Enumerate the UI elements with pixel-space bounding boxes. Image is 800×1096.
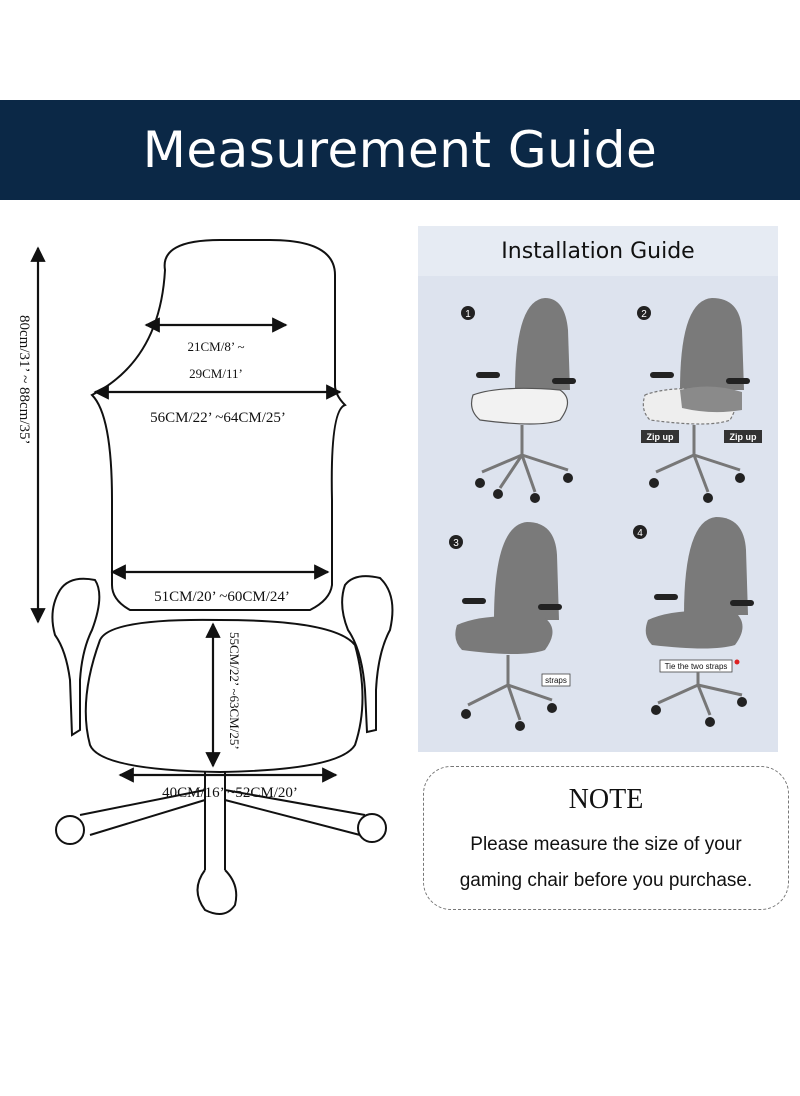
step-3-label: straps — [545, 676, 567, 685]
page-title: Measurement Guide — [142, 121, 658, 179]
installation-title: Installation Guide — [418, 226, 778, 276]
right-armrest-outline — [341, 575, 394, 734]
note-line-1: Please measure the size of your — [470, 834, 742, 855]
headrest-width-label-2: 29CM/11’ — [189, 366, 243, 381]
step-2-label-left: Zip up — [647, 432, 674, 442]
step-2-label-right: Zip up — [730, 432, 757, 442]
seat-depth-label: 55CM/22’ ~63CM/25’ — [227, 632, 242, 750]
step-2: 2 Zip up Zip up — [637, 298, 762, 503]
note-line-2: gaming chair before you purchase. — [459, 870, 753, 891]
height-label: 80cm/31’ ~ 88cm/35’ — [16, 315, 32, 444]
step-1: 1 — [461, 298, 576, 503]
headrest-width-label-1: 21CM/8’ ~ — [188, 339, 245, 354]
step-4-label: Tie the two straps — [665, 662, 728, 671]
note-box — [423, 766, 789, 910]
left-armrest-outline — [51, 577, 101, 737]
seat-outline — [84, 618, 364, 774]
step-3-number: 3 — [453, 538, 459, 549]
step-2-number: 2 — [641, 309, 647, 320]
step-1-number: 1 — [465, 309, 471, 320]
shoulder-width-label: 56CM/22’ ~64CM/25’ — [150, 410, 286, 426]
step-4: 4 Tie the two straps — [633, 517, 754, 727]
step-4-number: 4 — [637, 528, 643, 539]
base-outline — [79, 772, 366, 870]
note-title: NOTE — [568, 784, 644, 815]
seat-width-label: 40CM/16’ ~52CM/20’ — [162, 785, 298, 801]
header-banner: Measurement Guide — [0, 100, 800, 200]
lower-back-width-label: 51CM/20’ ~60CM/24’ — [154, 589, 290, 605]
step-3: 3 straps — [449, 522, 571, 731]
